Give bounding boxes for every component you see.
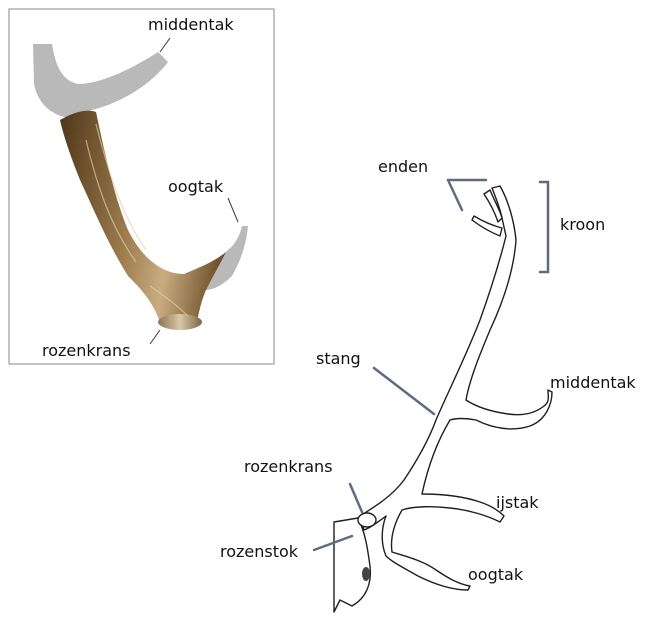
drawing-label-enden: enden	[378, 157, 428, 176]
drawing-label-oogtak: oogtak	[468, 565, 524, 584]
pointer-stang	[374, 368, 434, 414]
pointer-rozenkrans	[350, 484, 362, 512]
antler-photo-panel: middentak oogtak rozenkrans	[9, 9, 274, 364]
drawing-antler	[360, 186, 552, 590]
pointer-enden	[448, 180, 486, 210]
photo-label-rozenkrans: rozenkrans	[42, 341, 131, 360]
drawing-rozenkrans	[358, 513, 376, 527]
photo-label-oogtak: oogtak	[168, 177, 224, 196]
drawing-label-rozenkrans: rozenkrans	[244, 457, 333, 476]
drawing-eye	[362, 567, 370, 581]
drawing-label-kroon: kroon	[560, 215, 605, 234]
drawing-skull	[334, 518, 370, 612]
drawing-label-ijstak: ijstak	[496, 493, 539, 512]
photo-label-middentak: middentak	[148, 15, 234, 34]
drawing-label-stang: stang	[316, 349, 361, 368]
drawing-label-rozenstok: rozenstok	[220, 542, 299, 561]
photo-rozenkrans-burr	[158, 314, 202, 330]
drawing-label-middentak: middentak	[550, 373, 636, 392]
antler-line-drawing: enden kroon stang middentak rozenkrans i…	[220, 157, 636, 612]
bracket-kroon	[540, 182, 548, 272]
